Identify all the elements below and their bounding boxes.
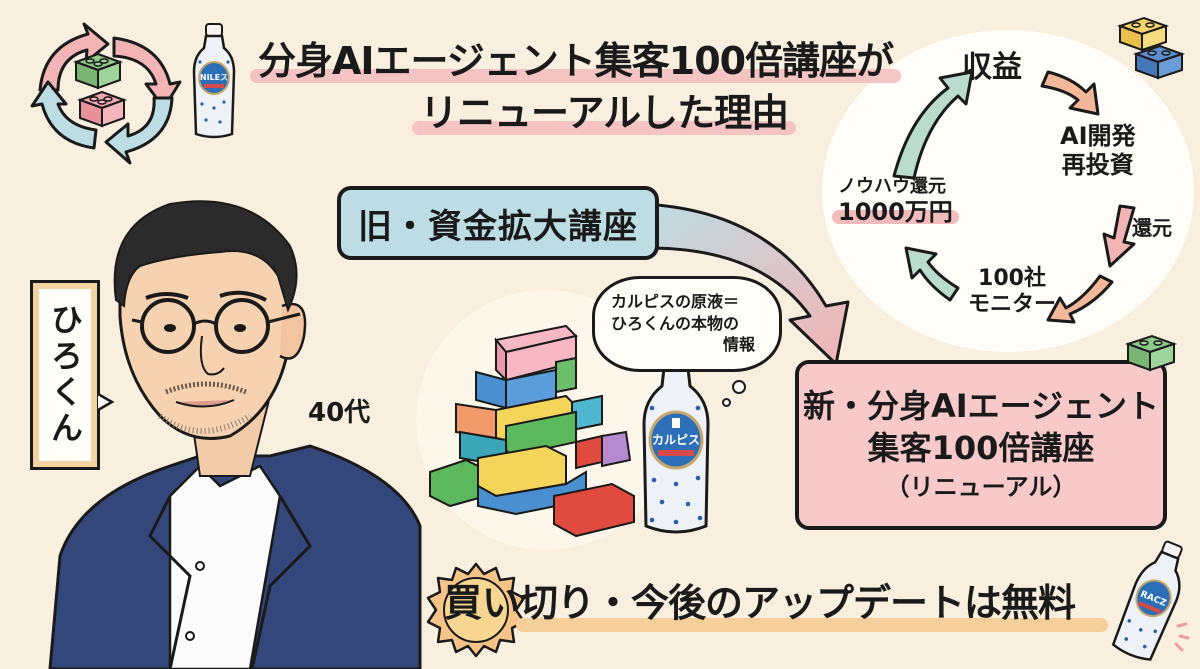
bottom-banner-text: 切り・今後のアップデートは無料 xyxy=(520,581,1076,625)
bottom-highlight xyxy=(516,618,1108,632)
cycle-ai-reinvest-label: AI開発 再投資 xyxy=(1060,122,1136,179)
cycle-knowhow-label: ノウハウ還元 1000万円 xyxy=(832,176,959,226)
person-portrait xyxy=(48,200,422,669)
page-title-line1: 分身AIエージェント集客100倍講座が xyxy=(250,30,902,85)
person-name: ひろくん xyxy=(46,303,84,447)
calpis-main-bottle-icon: カルピス xyxy=(642,348,710,534)
new-course-line3: （リニューアル） xyxy=(885,473,1077,501)
calpis-bottle-tilted-icon: RACZ xyxy=(1111,540,1190,661)
cycle-return-label: 還元 xyxy=(1132,216,1172,240)
knowhow-amount: 1000万円 xyxy=(838,197,953,226)
svg-text:NILEス: NILEス xyxy=(200,73,228,82)
badge-label: 買い xyxy=(444,581,521,625)
person-age: 40代 xyxy=(308,398,371,428)
recycle-arrows-icon xyxy=(30,22,182,165)
thought-dot xyxy=(722,398,731,407)
hair xyxy=(113,200,298,313)
name-tag: ひろくん xyxy=(30,280,100,470)
arrow-down-pink-icon xyxy=(1102,204,1136,268)
cycle-revenue-label: 収益 xyxy=(962,50,1022,85)
cycle-arrows xyxy=(892,70,1136,324)
green-block-icon xyxy=(1124,334,1178,372)
green-block-icon xyxy=(73,52,123,90)
bottle-label: カルピス xyxy=(652,433,700,447)
yellow-block-icon xyxy=(1116,16,1170,52)
blue-block-icon xyxy=(1132,44,1186,80)
old-course-box: 旧・資金拡大講座 xyxy=(337,186,659,260)
page-title-line2: リニューアルした理由 xyxy=(412,82,797,137)
name-tag-pointer xyxy=(97,392,115,412)
cycle-diagram-background xyxy=(822,30,1194,352)
arrow-up-teal-icon xyxy=(892,70,974,180)
arrow-left-teal-icon xyxy=(904,246,960,302)
glasses-left-icon xyxy=(140,298,196,354)
new-course-box: 新・分身AIエージェント 集客100倍講座 （リニューアル） xyxy=(795,360,1167,530)
new-course-line1: 新・分身AIエージェント xyxy=(802,387,1160,425)
pink-block-icon xyxy=(77,90,127,128)
cycle-monitor-label: 100社 モニター xyxy=(968,266,1057,318)
glasses-right-icon xyxy=(214,298,270,354)
calpis-bottle-icon: NILEス xyxy=(192,23,236,139)
arrow-right-orange-icon xyxy=(1040,70,1100,116)
arrow-downleft-orange-icon xyxy=(1046,274,1114,324)
thought-bubble: カルピスの原液＝ ひろくんの本物の 情報 xyxy=(592,276,782,372)
old-course-label: 旧・資金拡大講座 xyxy=(358,206,638,247)
new-course-line2: 集客100倍講座 xyxy=(867,429,1095,467)
thought-dot xyxy=(732,380,746,394)
seal-badge-icon xyxy=(426,562,526,658)
